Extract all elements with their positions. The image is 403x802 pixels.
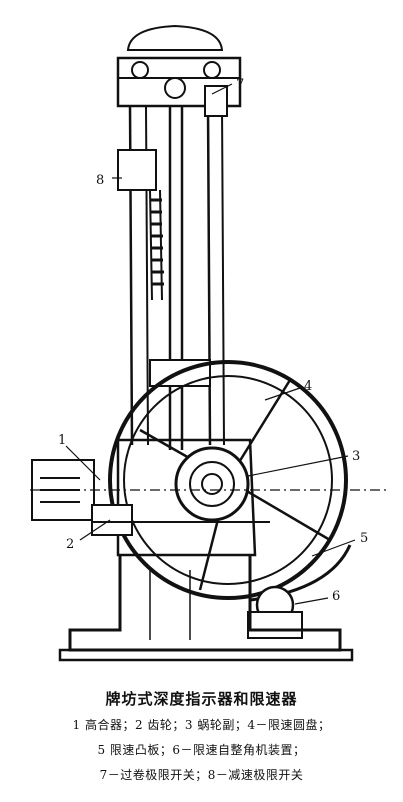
top-frame [116,56,242,108]
disc-spokes [139,379,331,591]
callout-6: 6 [332,589,340,604]
figure-caption-title: 牌坊式深度指示器和限速器 [105,690,298,708]
callout-1: 1 [58,433,66,448]
legend-line-3: 7－过卷极限开关；8－减速极限开关 [99,768,304,782]
callout-8: 8 [96,173,104,188]
legend-line-2: 5 限速凸板；6－限速自整角机装置； [97,743,306,757]
screw-column-right [206,105,212,446]
limit-switch-7 [204,85,228,117]
indicator-scale [149,189,164,301]
callout-2: 2 [66,537,74,552]
worm-gear [174,446,250,522]
callout-7: 7 [236,77,244,92]
speed-limit-disc [108,360,348,600]
limit-switch-8 [117,149,157,191]
gear-2 [91,504,133,536]
callout-4: 4 [304,379,312,394]
callout-5: 5 [360,531,368,546]
mechanical-drawing: 8 7 4 3 1 2 5 6 [30,24,390,662]
legend-line-1: 1 高合器；2 齿轮；3 蜗轮副；4－限速圆盘； [72,718,331,732]
callout-3: 3 [352,449,360,464]
top-cap [126,24,224,51]
